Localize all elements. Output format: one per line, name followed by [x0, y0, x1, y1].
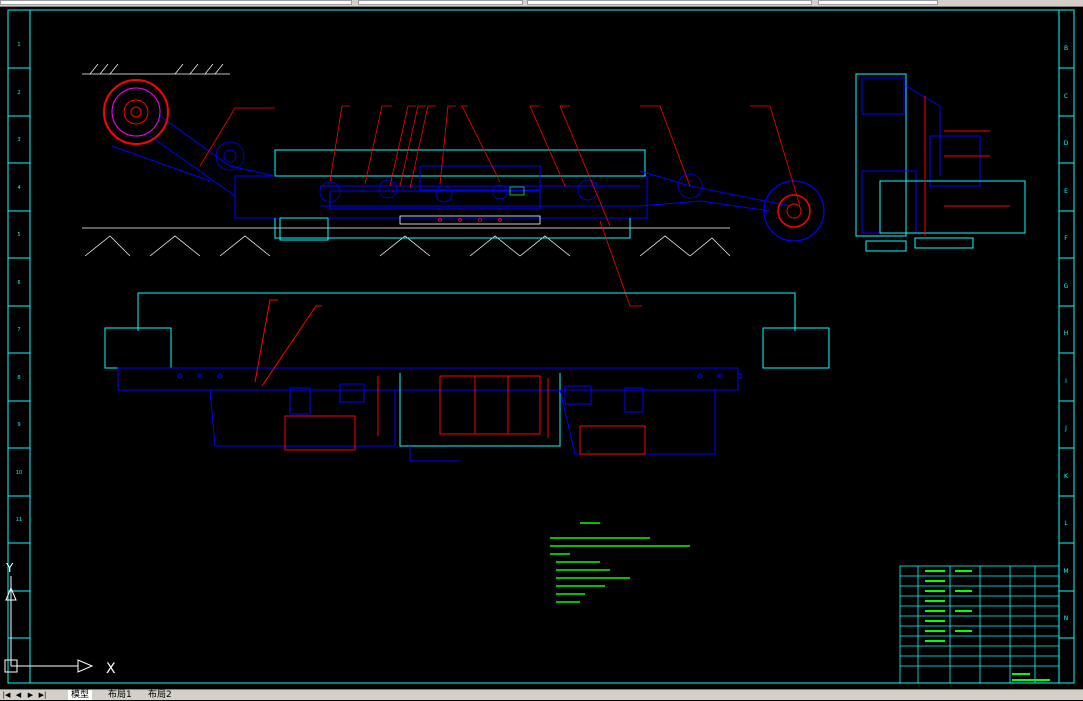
ucs-x-label: X: [106, 661, 116, 677]
prev-tab-icon[interactable]: ◀: [15, 691, 22, 699]
svg-text:9: 9: [17, 422, 20, 428]
shearer-side-view[interactable]: [82, 63, 860, 307]
svg-text:5: 5: [17, 232, 20, 238]
floor-hatch: [82, 227, 731, 257]
right-frame-letters: B C D E F G H I J K L M N: [1063, 45, 1069, 622]
frame-letter-e: E: [1064, 188, 1068, 195]
last-tab-icon[interactable]: ▶|: [38, 691, 47, 699]
left-cutting-drum: [103, 79, 211, 182]
svg-text:11: 11: [16, 517, 22, 523]
next-tab-icon[interactable]: ▶: [27, 691, 34, 699]
shearer-end-view[interactable]: [855, 73, 1026, 252]
machine-body: [149, 115, 791, 241]
shearer-plan-view[interactable]: [104, 292, 830, 462]
svg-text:3: 3: [17, 137, 20, 143]
frame-letter-j: J: [1064, 425, 1067, 432]
frame-letter-d: D: [1064, 140, 1069, 147]
svg-text:8: 8: [17, 375, 20, 381]
svg-text:1: 1: [17, 42, 20, 48]
technical-notes[interactable]: [550, 522, 690, 603]
machine-details: [215, 141, 703, 225]
roof-hatch: [82, 63, 230, 75]
frame-letter-n: N: [1064, 615, 1069, 622]
svg-text:6: 6: [17, 280, 20, 286]
title-block[interactable]: [899, 565, 1060, 684]
left-frame-ticks: [8, 67, 30, 639]
first-tab-icon[interactable]: |◀: [2, 691, 11, 699]
toolbar-field-2[interactable]: [358, 0, 523, 5]
frame-letter-f: F: [1064, 235, 1068, 242]
frame-letter-m: M: [1063, 568, 1068, 575]
frame-letter-k: K: [1064, 473, 1069, 480]
layout-tab-bar: |◀ ◀ ▶ ▶| 模型 布局1 布局2: [0, 689, 1083, 700]
ucs-icon: [4, 576, 94, 673]
toolbar-field-1[interactable]: [0, 0, 352, 5]
svg-text:7: 7: [17, 327, 20, 333]
toolbar-field-4[interactable]: [818, 0, 938, 5]
right-cutting-drum: [763, 180, 825, 242]
toolbar-field-3[interactable]: [527, 0, 812, 5]
drawing-frame: [7, 9, 1075, 684]
left-frame-marks: 1 2 3 4 5 6 7 8 9 10 11: [16, 42, 22, 523]
frame-letter-l: L: [1064, 520, 1068, 527]
tab-layout-2[interactable]: 布局2: [148, 690, 172, 700]
frame-letter-g: G: [1064, 283, 1069, 290]
ucs-y-label: Y: [5, 561, 14, 575]
frame-letter-h: H: [1064, 330, 1069, 337]
frame-letter-b: B: [1064, 45, 1068, 52]
svg-text:2: 2: [17, 90, 20, 96]
frame-letter-i: I: [1065, 378, 1067, 385]
right-frame-ticks: [1059, 67, 1074, 639]
top-toolbar-strip: [0, 0, 1083, 7]
frame-letter-c: C: [1064, 93, 1068, 100]
leader-lines: [199, 105, 801, 307]
tab-model[interactable]: 模型: [68, 690, 93, 700]
svg-text:10: 10: [16, 470, 22, 476]
tab-layout-1[interactable]: 布局1: [108, 690, 132, 700]
svg-text:4: 4: [17, 185, 20, 191]
